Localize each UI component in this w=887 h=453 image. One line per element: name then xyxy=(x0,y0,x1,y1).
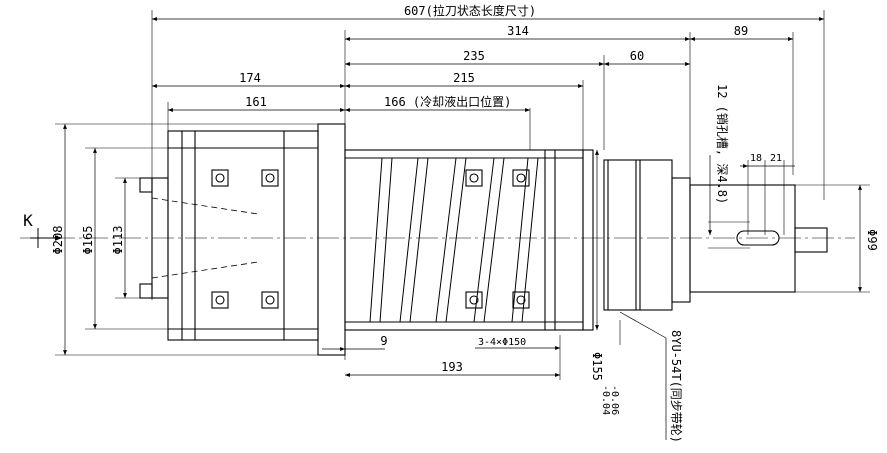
timing-pulley xyxy=(603,159,673,311)
view-k-label: K xyxy=(23,211,33,230)
dim-215: 215 xyxy=(453,71,475,85)
extension-lines xyxy=(55,10,870,380)
dia-113: Φ113 xyxy=(111,226,125,255)
bearing-symbol xyxy=(512,169,530,187)
dim-235: 235 xyxy=(463,49,485,63)
bearing-symbol xyxy=(211,291,229,309)
bearing-symbol xyxy=(211,169,229,187)
front-flange xyxy=(582,149,594,331)
view-k-arrow xyxy=(30,228,62,248)
dim-18: 18 xyxy=(750,153,762,164)
rear-housing xyxy=(167,130,319,341)
spindle-body xyxy=(139,123,828,356)
spindle-nose-flange xyxy=(671,177,691,303)
bearing-symbol xyxy=(512,291,530,309)
pulley-label: 8YU-54T(同步带轮) xyxy=(669,330,683,443)
bearing-symbol xyxy=(261,291,279,309)
dia-208: Φ208 xyxy=(51,226,65,255)
taper-hidden-lines xyxy=(151,197,259,279)
dia-155: Φ155 xyxy=(590,352,604,381)
bearing-symbol xyxy=(261,169,279,187)
tol-upper: -0.04 xyxy=(600,385,611,415)
dim-9: 9 xyxy=(380,334,387,348)
rear-flange xyxy=(317,123,346,356)
dim-89: 89 xyxy=(734,24,748,38)
dimension-texts: 607(拉刀状态长度尺寸) 314 89 235 60 174 215 161 … xyxy=(23,3,879,443)
dimension-lines xyxy=(63,17,862,377)
dim-161: 161 xyxy=(245,95,267,109)
pulley-leader xyxy=(619,311,667,440)
bearing-symbol xyxy=(465,291,483,309)
dim-60: 60 xyxy=(630,49,644,63)
dim-607: 607(拉刀状态长度尺寸) xyxy=(404,3,536,18)
dim-174: 174 xyxy=(239,71,261,85)
dia-99: Φ99 xyxy=(865,229,879,251)
bearing-symbol xyxy=(465,169,483,187)
dim-314: 314 xyxy=(507,24,529,38)
cooling-grooves xyxy=(369,157,539,323)
shaft-end xyxy=(794,227,828,253)
dia-165: Φ165 xyxy=(81,226,95,255)
dim-193: 193 xyxy=(441,360,463,374)
tol-lower: -0.06 xyxy=(609,385,620,415)
dim-21: 21 xyxy=(770,153,782,164)
dim-166: 166 (冷却液出口位置) xyxy=(384,94,511,109)
dim-12-note: 12 (销孔槽, 深4.8) xyxy=(715,84,729,204)
holes-note: 3-4×Φ150 xyxy=(478,337,526,348)
